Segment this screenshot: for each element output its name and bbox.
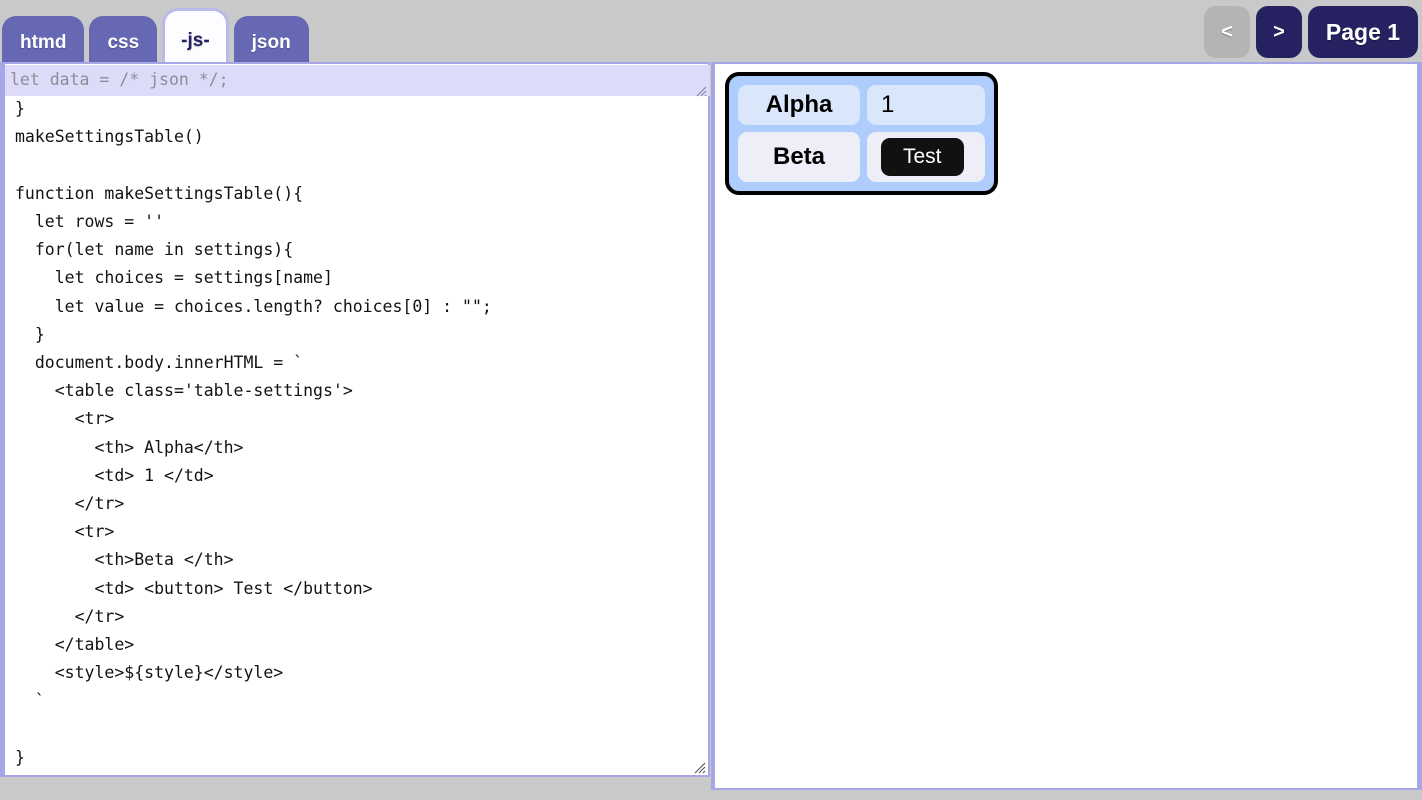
pager-controls: < > Page 1 (1204, 6, 1418, 58)
tab-json[interactable]: json (233, 16, 309, 70)
table-row: Beta Test (738, 132, 985, 182)
settings-table: Alpha 1 Beta Test (725, 72, 998, 195)
tab-json-label: json (251, 32, 291, 53)
preview-pane: Alpha 1 Beta Test (711, 62, 1422, 790)
editor-pane (0, 62, 710, 777)
js-code-editor[interactable] (0, 62, 710, 777)
tab-htmd-label: htmd (20, 32, 67, 53)
tab-css-label: css (107, 32, 140, 53)
tab-bar: htmd css -js- json < > Page 1 (0, 0, 1422, 70)
next-page-label: > (1273, 20, 1285, 43)
settings-table-body: Alpha 1 Beta Test (738, 85, 985, 182)
page-indicator-button[interactable]: Page 1 (1308, 6, 1418, 58)
tab-css[interactable]: css (89, 16, 158, 70)
setting-value-beta: Test (867, 132, 985, 182)
next-page-button[interactable]: > (1256, 6, 1302, 58)
setting-value-alpha: 1 (867, 85, 985, 125)
setting-name-alpha: Alpha (738, 85, 860, 125)
test-button[interactable]: Test (881, 138, 964, 176)
editor-tab-group: htmd css -js- json (2, 8, 309, 70)
table-row: Alpha 1 (738, 85, 985, 125)
setting-name-beta: Beta (738, 132, 860, 182)
page-indicator-label: Page 1 (1325, 18, 1401, 45)
tab-js-label: -js- (181, 29, 210, 51)
tab-htmd[interactable]: htmd (2, 16, 85, 70)
prev-page-button[interactable]: < (1204, 6, 1250, 58)
prev-page-label: < (1221, 20, 1233, 43)
json-data-input[interactable] (5, 65, 710, 96)
tab-js[interactable]: -js- (162, 8, 229, 70)
